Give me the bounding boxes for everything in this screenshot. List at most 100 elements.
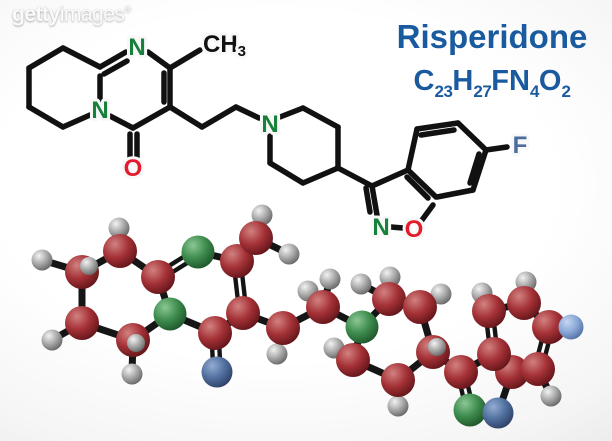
- atom-label-N: N: [91, 97, 108, 124]
- ball-stick-model: [31, 204, 584, 429]
- skeletal-bond: [369, 167, 411, 189]
- atom-label-N: N: [261, 111, 278, 138]
- watermark-light-text: images: [59, 3, 125, 26]
- skeletal-bond: [405, 167, 439, 200]
- skeletal-bond: [405, 126, 420, 173]
- model-atom-C: [472, 294, 506, 328]
- skeletal-bond: [467, 151, 482, 186]
- model-atom-O: [482, 397, 514, 429]
- atom-label-O: O: [405, 216, 424, 243]
- skeletal-bond: [107, 113, 136, 131]
- skeletal-bond: [277, 105, 306, 120]
- skeletal-bond: [369, 183, 380, 218]
- compound-title: Risperidone: [396, 18, 588, 55]
- skeletal-bond: [335, 165, 375, 189]
- model-atom-H: [127, 334, 145, 352]
- model-atom-C: [444, 355, 478, 389]
- model-atom-H: [278, 243, 300, 265]
- model-atom-H: [121, 363, 143, 385]
- skeletal-bond: [267, 160, 306, 186]
- skeletal-bond: [130, 104, 173, 131]
- model-atom-C: [306, 290, 340, 324]
- model-atom-C: [226, 296, 260, 330]
- model-atom-H: [266, 343, 288, 365]
- model-atom-H: [319, 268, 341, 290]
- model-atom-C: [198, 316, 232, 350]
- skeletal-bond: [363, 185, 373, 215]
- molecular-formula: C23H27FN4O2: [378, 65, 606, 101]
- formula-subscript: 2: [561, 82, 571, 101]
- model-atom-F: [558, 314, 584, 340]
- model-atom-N: [153, 297, 187, 331]
- skeletal-bond: [388, 224, 406, 231]
- model-atom-C: [403, 290, 437, 324]
- model-atom-C: [521, 352, 555, 386]
- skeletal-bond: [404, 174, 431, 201]
- formula-element: C: [413, 65, 435, 97]
- skeletal-bond: [455, 120, 489, 153]
- model-atom-H: [430, 283, 452, 305]
- model-atom-H: [540, 385, 562, 407]
- skeletal-bond: [300, 165, 341, 186]
- skeletal-bond: [60, 45, 103, 70]
- skeletal-bond: [418, 127, 457, 138]
- model-atom-H: [251, 204, 273, 226]
- model-atom-N: [181, 235, 215, 269]
- model-atom-N: [345, 310, 379, 344]
- skeletal-bond: [60, 112, 93, 130]
- skeletal-bond: [233, 104, 262, 121]
- skeletal-bond: [419, 202, 436, 223]
- model-atom-C: [220, 244, 254, 278]
- atom-label-CH: CH3: [203, 31, 246, 60]
- model-atom-O: [201, 356, 233, 388]
- formula-element: H: [452, 65, 474, 97]
- model-atom-C: [141, 260, 175, 294]
- skeletal-bond: [26, 45, 66, 71]
- formula-subscript: 23: [434, 82, 453, 101]
- model-atom-H: [387, 395, 409, 417]
- atom-label-F: F: [513, 132, 528, 159]
- skeletal-bond: [97, 49, 129, 70]
- atom-label-N: N: [372, 214, 389, 241]
- skeletal-bond: [483, 144, 510, 153]
- model-atom-H: [80, 257, 98, 275]
- model-atom-N: [453, 393, 487, 427]
- skeletal-bond: [101, 58, 130, 77]
- skeletal-bond: [167, 47, 203, 71]
- formula-element: O: [538, 65, 562, 97]
- model-atom-C: [507, 286, 541, 320]
- model-atom-H: [108, 217, 130, 239]
- skeletal-bond: [26, 104, 66, 130]
- model-atom-H: [41, 329, 63, 351]
- formula-subscript: 27: [473, 82, 492, 101]
- skeletal-bond: [300, 105, 341, 130]
- model-atom-C: [532, 310, 566, 344]
- model-atom-C: [266, 311, 300, 345]
- skeletal-bond: [434, 187, 476, 200]
- formula-subscript: 4: [529, 82, 539, 101]
- formula-element: FN: [491, 65, 530, 97]
- model-atom-C: [381, 363, 415, 397]
- atom-label-N: N: [128, 34, 145, 61]
- model-atom-C: [372, 282, 406, 316]
- model-atom-C: [239, 221, 273, 255]
- skeletal-bond: [145, 49, 173, 71]
- skeletal-bond: [414, 120, 461, 132]
- model-atom-H: [379, 266, 401, 288]
- model-atom-H: [428, 338, 446, 356]
- model-atom-C: [65, 306, 99, 340]
- atom-label-O: O: [124, 155, 143, 182]
- model-atom-C: [103, 234, 137, 268]
- title-block: Risperidone C23H27FN4O2: [378, 18, 606, 101]
- skeletal-bond: [470, 147, 489, 193]
- registered-mark: ®: [124, 4, 131, 14]
- model-atom-H: [31, 249, 53, 271]
- getty-watermark: gettyimages®: [12, 4, 131, 25]
- watermark-bold-text: getty: [12, 3, 60, 26]
- skeletal-bond: [199, 104, 239, 130]
- skeletal-bond: [167, 104, 205, 130]
- model-atom-C: [477, 337, 511, 371]
